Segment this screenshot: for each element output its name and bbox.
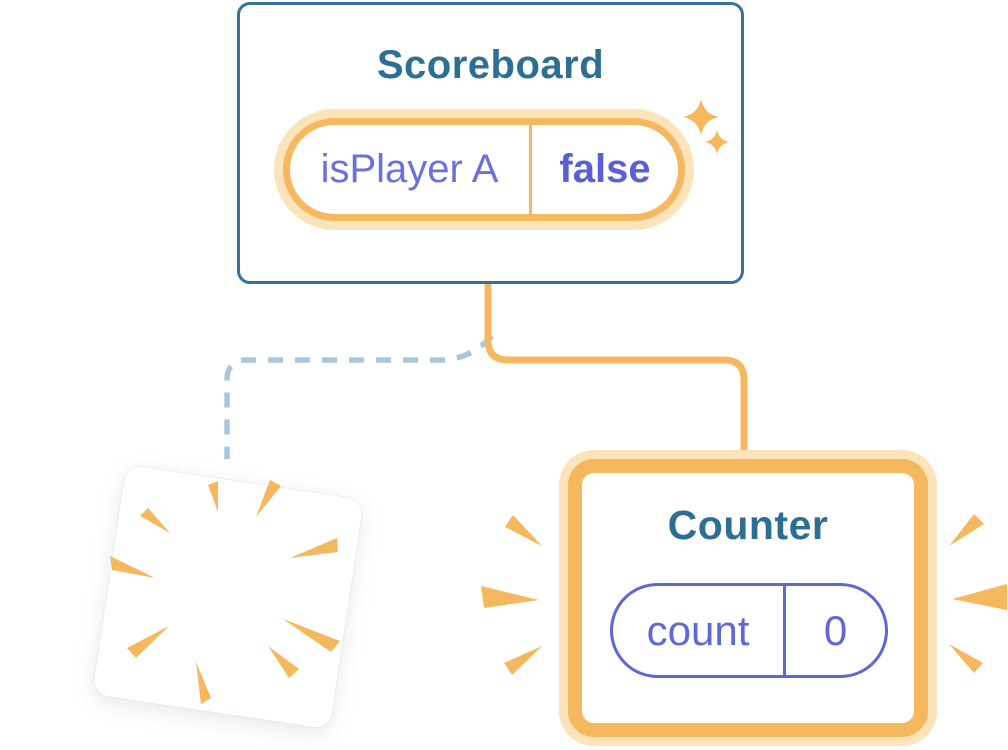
emphasis-wedge — [504, 646, 542, 675]
counter-title: Counter — [667, 502, 829, 548]
scoreboard-title: Scoreboard — [376, 43, 605, 87]
state-value-label: false — [529, 125, 678, 214]
scoreboard-state-pill: isPlayer A false — [283, 118, 685, 221]
counter-card: Counter count 0 — [568, 459, 928, 737]
scoreboard-card: Scoreboard isPlayer A false — [237, 2, 744, 284]
emphasis-wedge — [952, 584, 1007, 610]
emphasis-wedge — [505, 515, 542, 546]
state-value-label: 0 — [783, 586, 885, 675]
counter-state-pill: count 0 — [610, 583, 888, 678]
destroyed-card — [92, 464, 364, 730]
state-key-label: count — [646, 606, 750, 654]
dashed-connector-line — [224, 334, 495, 459]
emphasis-wedge — [481, 586, 539, 608]
emphasis-wedge — [949, 644, 983, 673]
solid-connector-line — [484, 280, 748, 465]
state-key-label: isPlayer A — [320, 147, 499, 191]
emphasis-wedge — [949, 514, 984, 546]
